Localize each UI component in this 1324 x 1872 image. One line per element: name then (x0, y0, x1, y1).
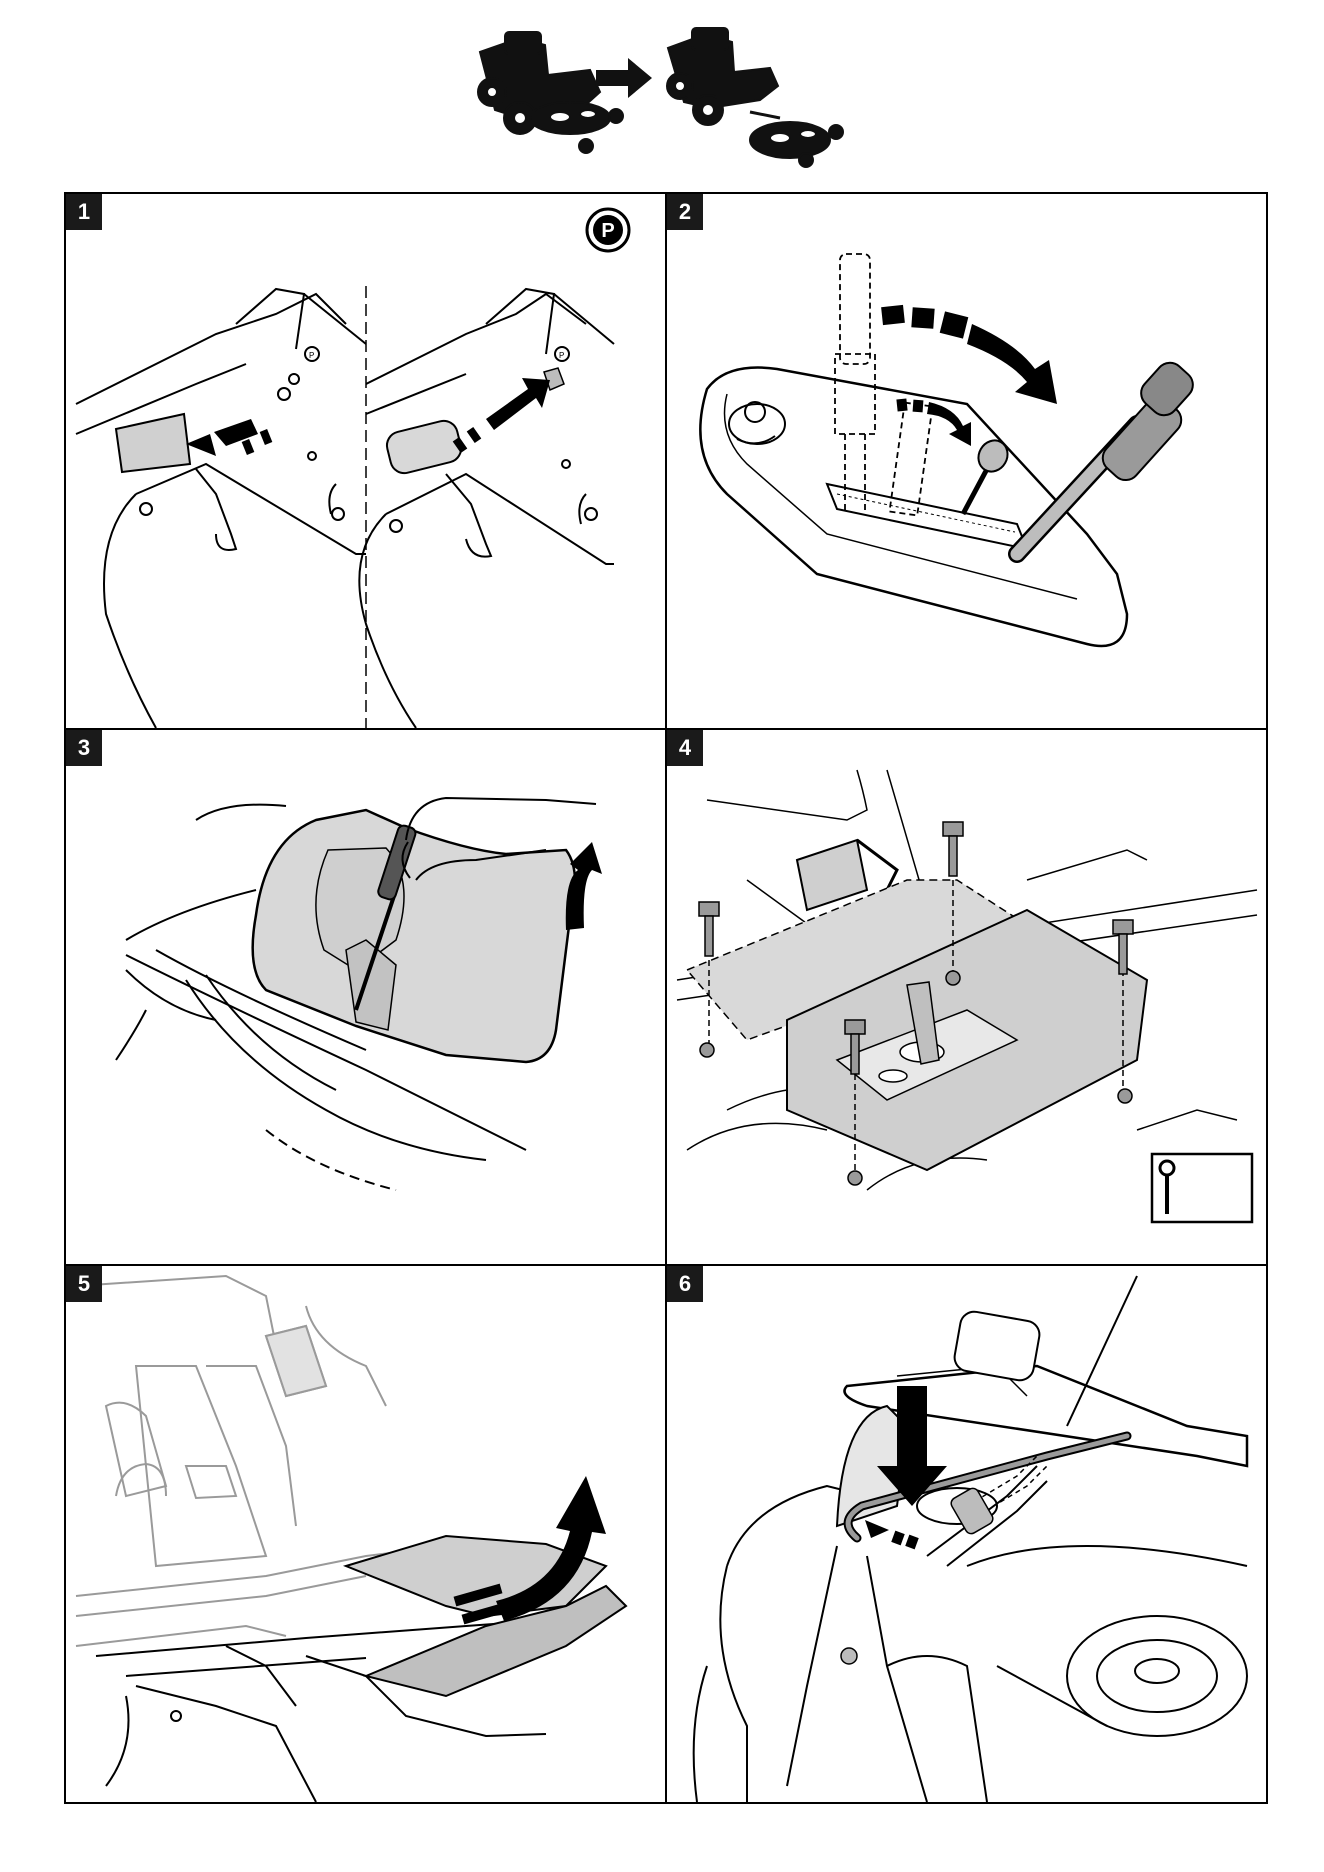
step-number-badge: 4 (667, 730, 703, 766)
unbolt-plates-illustration (667, 730, 1266, 1264)
height-lever-illustration (667, 194, 1266, 728)
step-number-badge: 2 (667, 194, 703, 230)
step-number-badge: 5 (66, 1266, 102, 1302)
parking-brake-icon: P (584, 206, 632, 254)
step-number-badge: 1 (66, 194, 102, 230)
svg-text:P: P (309, 351, 314, 360)
step-panel-4: 4 (667, 730, 1266, 1264)
step-panel-5: 5 (66, 1266, 665, 1802)
step-panel-2: 2 (667, 194, 1266, 728)
unhook-rod-illustration (667, 1266, 1266, 1802)
mower-deck-removal-icon (0, 0, 1324, 190)
step-number-badge: 6 (667, 1266, 703, 1302)
step-number-badge: 3 (66, 730, 102, 766)
step-panel-6: 6 (667, 1266, 1266, 1802)
step-panel-3: 3 (66, 730, 665, 1264)
svg-text:P: P (559, 351, 564, 360)
parking-brake-letter: P (601, 220, 614, 242)
header-illustration (0, 0, 1324, 190)
remove-plate-illustration (66, 1266, 665, 1802)
step-panel-1: P P (66, 194, 665, 728)
remove-cover-illustration (66, 730, 665, 1264)
instruction-grid: P P (64, 192, 1268, 1804)
raise-lever-illustration: P P (66, 194, 665, 728)
